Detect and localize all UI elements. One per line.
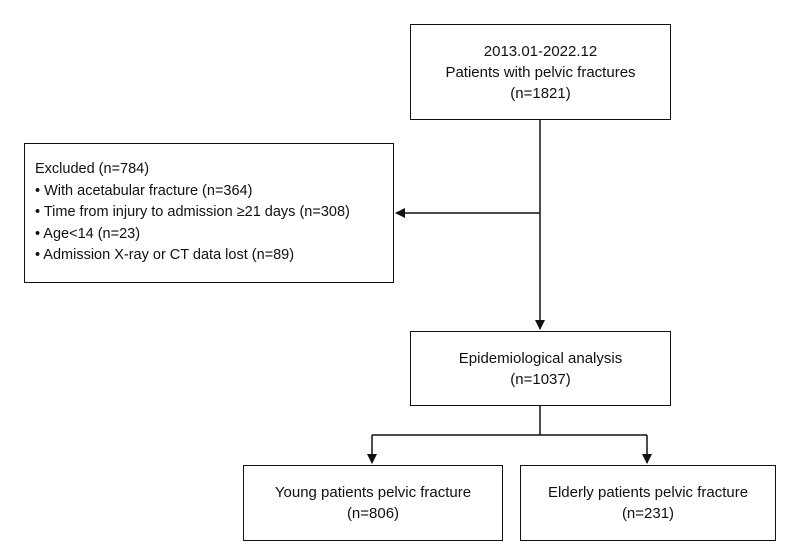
node-epidemiological-analysis: Epidemiological analysis (n=1037) <box>410 331 671 406</box>
node-top-period: 2013.01-2022.12 <box>483 42 598 60</box>
node-top-count: (n=1821) <box>510 84 571 102</box>
node-elderly-label: Elderly patients pelvic fracture <box>547 484 749 501</box>
node-young-label: Young patients pelvic fracture <box>274 484 472 501</box>
node-epi-count: (n=1037) <box>510 370 571 388</box>
node-excluded: Excluded (n=784) • With acetabular fract… <box>24 143 394 283</box>
node-elderly-patients: Elderly patients pelvic fracture (n=231) <box>520 465 776 541</box>
node-young-patients: Young patients pelvic fracture (n=806) <box>243 465 503 541</box>
excluded-item-time-from-injury: • Time from injury to admission ≥21 days… <box>35 204 350 221</box>
node-young-count: (n=806) <box>346 505 400 522</box>
excluded-item-age: • Age<14 (n=23) <box>35 225 141 242</box>
excluded-item-data-lost: • Admission X-ray or CT data lost (n=89) <box>35 247 295 264</box>
excluded-item-acetabular: • With acetabular fracture (n=364) <box>35 182 253 199</box>
node-patients-with-pelvic-fractures: 2013.01-2022.12 Patients with pelvic fra… <box>410 24 671 120</box>
node-elderly-count: (n=231) <box>621 505 675 522</box>
node-epi-label: Epidemiological analysis <box>458 349 623 367</box>
node-top-label: Patients with pelvic fractures <box>445 63 636 81</box>
node-excluded-title: Excluded (n=784) <box>35 161 150 178</box>
